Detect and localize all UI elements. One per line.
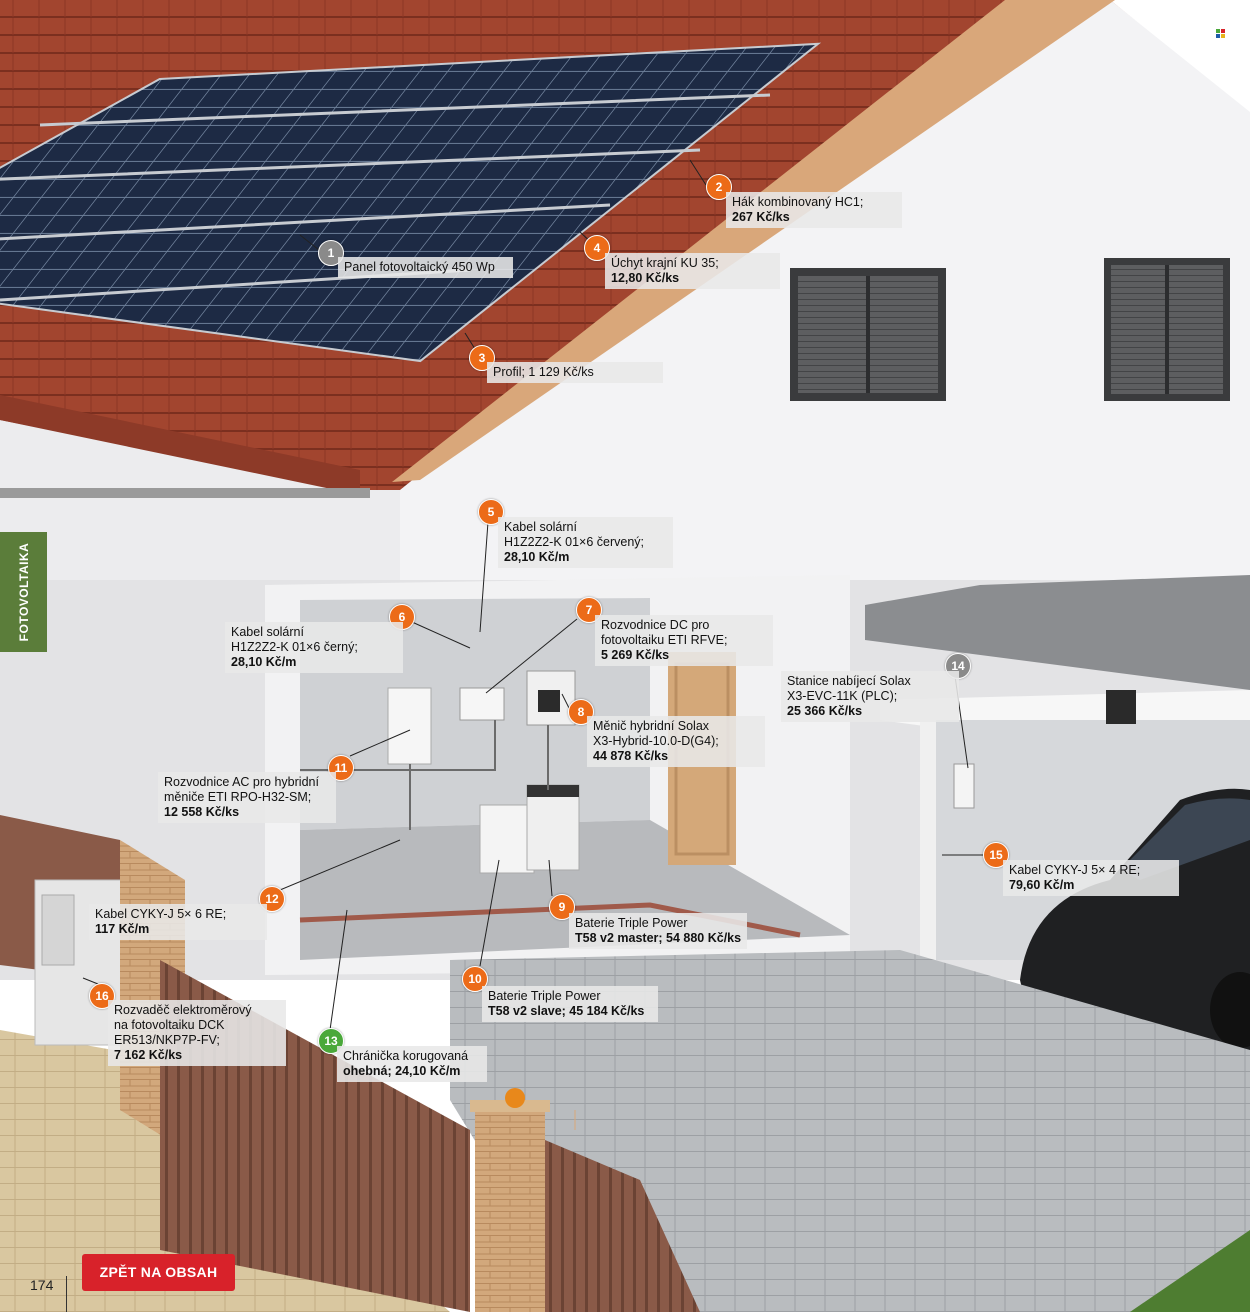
label-price: 117 Kč/m — [95, 922, 150, 936]
label-line: Baterie Triple Power — [575, 916, 688, 930]
label-line: Kabel solární — [504, 520, 577, 534]
label-price: 79,60 Kč/m — [1009, 878, 1075, 892]
label-line: Rozvodnice AC pro hybridní — [164, 775, 319, 789]
label-line: X3-EVC-11K (PLC); — [787, 689, 898, 703]
label-line: fotovoltaiku ETI RFVE; — [601, 633, 728, 647]
label-line: Hák kombinovaný HC1; — [732, 195, 864, 209]
label-line: Kabel CYKY-J 5× 4 RE; — [1009, 863, 1141, 877]
label-line: Baterie Triple Power — [488, 989, 601, 1003]
label-line: Rozvodnice DC pro — [601, 618, 710, 632]
label-price: T58 v2 master; 54 880 Kč/ks — [575, 931, 742, 945]
label-line: H1Z2Z2-K 01×6 červený; — [504, 535, 644, 549]
corner-mark-icon — [1216, 25, 1225, 38]
label-price: 44 878 Kč/ks — [593, 749, 669, 763]
section-tab-label: FOTOVOLTAIKA — [16, 542, 31, 642]
label-price: 7 162 Kč/ks — [114, 1048, 183, 1062]
callout-badge-2[interactable]: 2 — [706, 174, 732, 200]
back-to-contents-button[interactable]: ZPĚT NA OBSAH — [82, 1254, 235, 1291]
callout-label-11: Rozvodnice AC pro hybridní měniče ETI RP… — [158, 772, 336, 823]
callout-badge-7[interactable]: 7 — [576, 597, 602, 623]
label-price: 12,80 Kč/ks — [611, 271, 680, 285]
callout-label-16: Rozvaděč elektroměrový na fotovoltaiku D… — [108, 1000, 286, 1066]
label-line: X3-Hybrid-10.0-D(G4); — [593, 734, 719, 748]
callout-label-5: Kabel solární H1Z2Z2-K 01×6 červený; 28,… — [498, 517, 673, 568]
label-line: Panel fotovoltaický 450 Wp — [344, 260, 495, 274]
callout-label-4: Úchyt krajní KU 35; 12,80 Kč/ks — [605, 253, 780, 289]
label-line: Kabel CYKY-J 5× 6 RE; — [95, 907, 227, 921]
callout-label-3: Profil; 1 129 Kč/ks — [487, 362, 663, 383]
label-line: ER513/NKP7P-FV; — [114, 1033, 220, 1047]
page-number: 174 — [30, 1277, 54, 1293]
callout-label-8: Měnič hybridní Solax X3-Hybrid-10.0-D(G4… — [587, 716, 765, 767]
label-line: Úchyt krajní KU 35; — [611, 256, 719, 270]
callout-label-13: Chránička korugovaná ohebná; 24,10 Kč/m — [337, 1046, 487, 1082]
label-price: 5 269 Kč/ks — [601, 648, 670, 662]
label-price: T58 v2 slave; 45 184 Kč/ks — [488, 1004, 645, 1018]
callout-label-14: Stanice nabíjecí Solax X3-EVC-11K (PLC);… — [781, 671, 959, 722]
label-price: 12 558 Kč/ks — [164, 805, 240, 819]
label-price: ohebná; 24,10 Kč/m — [343, 1064, 461, 1078]
label-line: H1Z2Z2-K 01×6 černý; — [231, 640, 358, 654]
label-line: Chránička korugovaná — [343, 1049, 469, 1063]
callout-badge-9[interactable]: 9 — [549, 894, 575, 920]
label-line: Profil; 1 129 Kč/ks — [493, 365, 594, 379]
callout-label-2: Hák kombinovaný HC1; 267 Kč/ks — [726, 192, 902, 228]
label-line: Rozvaděč elektroměrový — [114, 1003, 252, 1017]
page-number-divider — [66, 1276, 67, 1312]
label-line: Stanice nabíjecí Solax — [787, 674, 911, 688]
callout-label-9: Baterie Triple Power T58 v2 master; 54 8… — [569, 913, 747, 949]
callout-badge-12[interactable]: 12 — [259, 886, 285, 912]
callout-badge-4[interactable]: 4 — [584, 235, 610, 261]
section-tab: FOTOVOLTAIKA — [0, 532, 47, 652]
label-price: 267 Kč/ks — [732, 210, 790, 224]
callout-label-10: Baterie Triple Power T58 v2 slave; 45 18… — [482, 986, 658, 1022]
callout-label-12: Kabel CYKY-J 5× 6 RE; 117 Kč/m — [89, 904, 267, 940]
label-price: 28,10 Kč/m — [231, 655, 297, 669]
label-line: na fotovoltaiku DCK — [114, 1018, 225, 1032]
label-line: měniče ETI RPO-H32-SM; — [164, 790, 312, 804]
label-price: 28,10 Kč/m — [504, 550, 570, 564]
callout-label-1: Panel fotovoltaický 450 Wp — [338, 257, 513, 278]
callout-label-6: Kabel solární H1Z2Z2-K 01×6 černý; 28,10… — [225, 622, 403, 673]
callout-label-7: Rozvodnice DC pro fotovoltaiku ETI RFVE;… — [595, 615, 773, 666]
callout-label-15: Kabel CYKY-J 5× 4 RE; 79,60 Kč/m — [1003, 860, 1179, 896]
label-line: Měnič hybridní Solax — [593, 719, 710, 733]
label-line: Kabel solární — [231, 625, 304, 639]
label-price: 25 366 Kč/ks — [787, 704, 863, 718]
